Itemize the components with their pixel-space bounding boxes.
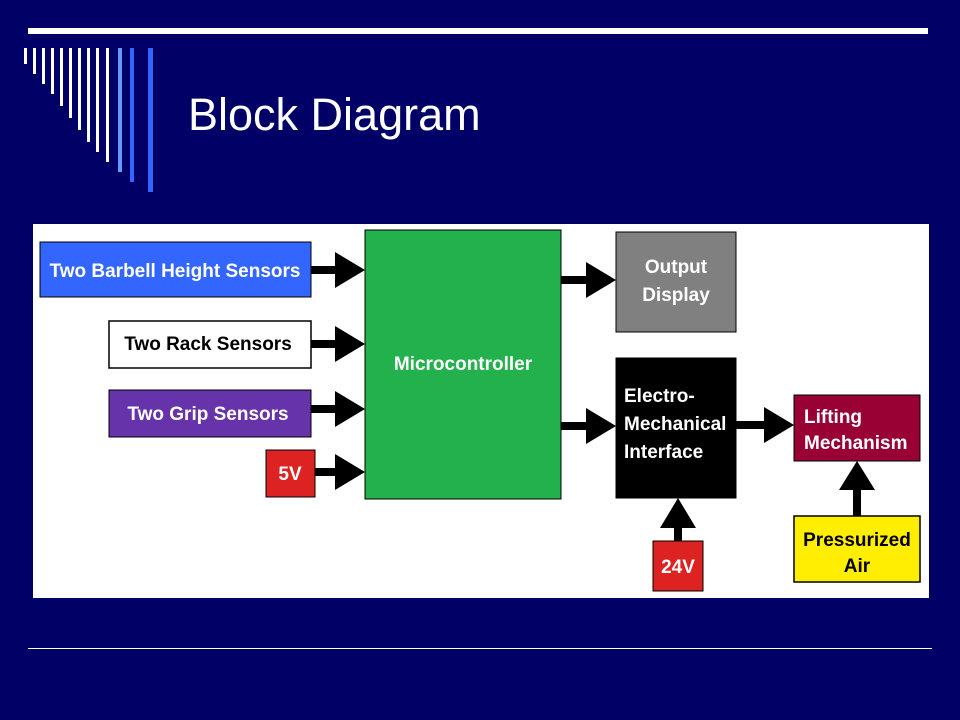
- block-grip-sensors: Two Grip Sensors: [108, 389, 312, 438]
- block-lifting-line1: Lifting: [804, 407, 862, 428]
- block-air-line2: Air: [844, 556, 871, 577]
- block-micro-label: Microcontroller: [394, 354, 533, 375]
- block-barbell-box: [39, 241, 312, 298]
- arrow-rack-to-micro: [311, 326, 365, 362]
- block-lifting-mechanism: Lifting Mechanism: [793, 394, 921, 462]
- diagram-panel: Two Barbell Height Sensors Two Rack Sens…: [33, 224, 929, 598]
- block-lifting-line2: Mechanism: [804, 433, 907, 454]
- block-emi-line1: Electro-: [624, 386, 695, 407]
- block-rack-sensors: Two Rack Sensors: [108, 320, 312, 369]
- decorative-stripes: [24, 48, 153, 192]
- block-emi-line2: Mechanical: [624, 414, 726, 435]
- footer-rule: [28, 648, 932, 649]
- arrow-grip-to-micro: [311, 391, 365, 427]
- block-barbell-label: Two Barbell Height Sensors: [50, 261, 301, 282]
- slide-title: Block Diagram: [188, 89, 481, 140]
- block-diagram: Two Barbell Height Sensors Two Rack Sens…: [39, 229, 921, 592]
- block-grip-box: [108, 389, 312, 438]
- block-pressurized-air: Pressurized Air: [793, 515, 921, 583]
- block-micro-box: [364, 229, 562, 500]
- block-rack-box: [108, 320, 312, 369]
- arrow-micro-to-emi: [561, 408, 616, 444]
- arrow-micro-to-output: [561, 262, 616, 298]
- block-emi-box: [615, 357, 737, 499]
- block-output-line2: Display: [642, 285, 710, 306]
- arrow-barbell-to-micro: [311, 252, 365, 288]
- block-electro-mechanical-interface: Electro- Mechanical Interface: [615, 357, 737, 499]
- block-output-box: [615, 231, 737, 333]
- block-microcontroller: Microcontroller: [364, 229, 562, 500]
- block-24v-box: [652, 540, 704, 592]
- title-top-rule: [28, 28, 928, 34]
- block-barbell-height-sensors: Two Barbell Height Sensors: [39, 241, 312, 298]
- arrow-5v-to-micro: [315, 454, 365, 490]
- block-24v: 24V: [652, 540, 704, 592]
- arrow-24v-to-emi: [660, 498, 696, 541]
- arrow-air-to-lifting: [839, 461, 875, 516]
- block-air-box: [793, 515, 921, 583]
- block-5v: 5V: [265, 449, 316, 498]
- block-output-display: Output Display: [615, 231, 737, 333]
- block-air-line1: Pressurized: [803, 530, 911, 551]
- block-rack-label: Two Rack Sensors: [124, 334, 292, 355]
- block-24v-label: 24V: [661, 557, 695, 578]
- block-5v-label: 5V: [278, 464, 302, 485]
- block-grip-label: Two Grip Sensors: [127, 404, 288, 425]
- arrow-emi-to-lifting: [736, 407, 794, 443]
- block-output-line1: Output: [645, 257, 708, 278]
- block-emi-line3: Interface: [624, 442, 703, 463]
